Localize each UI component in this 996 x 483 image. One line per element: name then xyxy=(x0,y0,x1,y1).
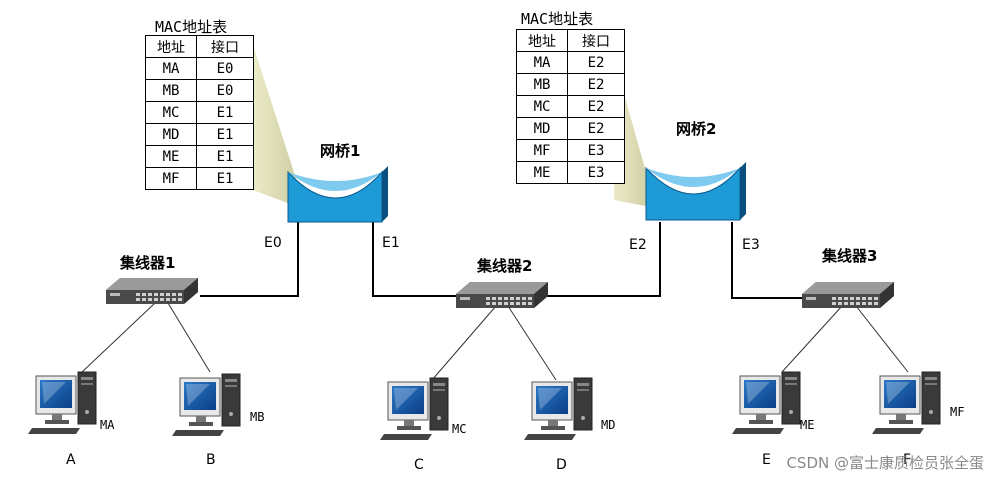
computer-f-icon xyxy=(871,371,941,435)
bridge-1-icon xyxy=(287,166,388,223)
port-e1-label: E1 xyxy=(382,235,400,251)
mac-cell: MB xyxy=(145,79,197,102)
hub-3-label: 集线器3 xyxy=(822,247,878,265)
callout-pointer-1 xyxy=(253,45,306,210)
host-d-mac-label: MD xyxy=(601,418,616,432)
port-cell: E2 xyxy=(567,51,625,74)
port-e2-label: E2 xyxy=(629,237,647,253)
mac-cell: MC xyxy=(145,101,197,124)
port-cell: E2 xyxy=(567,117,625,140)
mac-cell: MD xyxy=(516,117,568,140)
port-cell: E3 xyxy=(567,161,625,184)
port-cell: E1 xyxy=(196,101,254,124)
mac-table-2-header-port: 接口 xyxy=(567,29,625,52)
cable-hub2-c xyxy=(431,305,497,381)
host-b-mac-label: MB xyxy=(250,410,265,424)
mac-table-1-header-port: 接口 xyxy=(196,35,254,58)
mac-cell: MA xyxy=(145,57,197,80)
host-c-name: C xyxy=(414,457,424,473)
port-e0-label: E0 xyxy=(264,235,282,251)
computer-b-icon xyxy=(171,373,241,437)
port-cell: E2 xyxy=(567,95,625,118)
host-e-name: E xyxy=(762,452,771,468)
mac-table-2-caption: MAC地址表 xyxy=(521,10,594,28)
mac-cell: MC xyxy=(516,95,568,118)
port-cell: E2 xyxy=(567,73,625,96)
wire-e0-hub1 xyxy=(200,222,299,297)
host-f-mac-label: MF xyxy=(950,405,965,419)
hub-1-icon xyxy=(106,278,198,304)
mac-table-1-caption: MAC地址表 xyxy=(155,18,228,36)
host-c-mac-label: MC xyxy=(452,422,467,436)
wire-e3-hub3 xyxy=(731,222,802,299)
port-cell: E0 xyxy=(196,57,254,80)
hub-3-icon xyxy=(802,282,894,308)
mac-cell: MF xyxy=(516,139,568,162)
cable-hub2-d xyxy=(507,305,557,381)
port-cell: E1 xyxy=(196,123,254,146)
wire-e1-hub2 xyxy=(372,222,460,297)
host-d-name: D xyxy=(556,457,567,473)
cable-hub3-e xyxy=(781,305,843,373)
mac-cell: MD xyxy=(145,123,197,146)
bridge-2-icon xyxy=(645,162,746,221)
port-e3-label: E3 xyxy=(742,237,760,253)
mac-cell: ME xyxy=(516,161,568,184)
hub-1-label: 集线器1 xyxy=(120,254,176,272)
mac-cell: ME xyxy=(145,145,197,168)
cable-hub1-b xyxy=(167,302,211,373)
port-cell: E3 xyxy=(567,139,625,162)
host-a-mac-label: MA xyxy=(100,418,115,432)
host-f-name: F xyxy=(903,452,912,468)
host-e-mac-label: ME xyxy=(800,418,815,432)
host-a-name: A xyxy=(66,452,76,468)
port-cell: E1 xyxy=(196,145,254,168)
bridge-2-label: 网桥2 xyxy=(676,120,717,138)
cable-hub3-f xyxy=(855,305,909,373)
cable-hub1-a xyxy=(81,302,156,373)
computer-e-icon xyxy=(731,371,801,435)
bridge-1-label: 网桥1 xyxy=(320,142,361,160)
computer-d-icon xyxy=(523,377,593,441)
port-cell: E0 xyxy=(196,79,254,102)
watermark-text: CSDN @富士康质检员张全蛋 xyxy=(786,454,984,472)
host-b-name: B xyxy=(206,452,216,468)
port-cell: E1 xyxy=(196,167,254,190)
mac-table-1-header-address: 地址 xyxy=(145,35,197,58)
computer-c-icon xyxy=(379,377,449,441)
wire-hub2-e2 xyxy=(546,222,661,297)
mac-cell: MA xyxy=(516,51,568,74)
mac-cell: MF xyxy=(145,167,197,190)
mac-cell: MB xyxy=(516,73,568,96)
hub-2-icon xyxy=(456,282,548,308)
mac-table-2-header-address: 地址 xyxy=(516,29,568,52)
hub-2-label: 集线器2 xyxy=(477,257,533,275)
computer-a-icon xyxy=(27,371,97,435)
